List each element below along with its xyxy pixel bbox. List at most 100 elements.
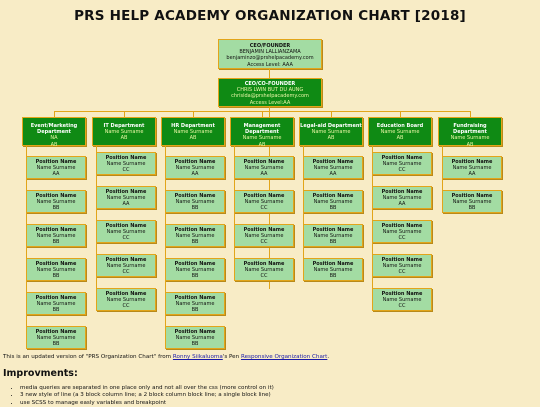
- position-title: Position Name: [105, 189, 147, 195]
- position-title: Position Name: [35, 193, 77, 199]
- position-name: Name Surname: [452, 199, 492, 206]
- author-link[interactable]: Ronny Siikaluoma: [172, 354, 223, 360]
- position-level: AA: [122, 201, 130, 208]
- position-name: Name Surname: [106, 195, 146, 202]
- position-title: Position Name: [381, 257, 423, 263]
- page-title: PRS HELP ACADEMY ORGANIZATION CHART [201…: [74, 8, 466, 24]
- position-name: Name Surname: [382, 229, 422, 236]
- position-name: Name Surname: [106, 297, 146, 304]
- cofounder-name: CHRIS LWIN BUT DU AUNG: [236, 87, 304, 94]
- position-name: Name Surname: [382, 297, 422, 304]
- department-head: Name Surname: [311, 129, 351, 136]
- department-name: Fundraising Department: [453, 123, 487, 136]
- department-drop-line: [54, 111, 55, 117]
- position-name: Name Surname: [175, 267, 215, 274]
- cofounder-role: CEO/CO-FOUNDER: [244, 81, 296, 87]
- improvement-item: use SCSS to manage easly variables and b…: [20, 400, 540, 407]
- department-level: AB: [189, 135, 197, 142]
- position-name: Name Surname: [244, 267, 284, 274]
- position-title: Position Name: [174, 193, 216, 199]
- position-name: Name Surname: [106, 161, 146, 168]
- cofounder-access: Access Level:AA: [249, 99, 291, 106]
- position-level: BB: [191, 205, 199, 212]
- position-level: CC: [398, 235, 406, 242]
- position-name: Name Surname: [382, 161, 422, 168]
- position-name: Name Surname: [175, 301, 215, 308]
- position-level: AA: [52, 171, 60, 178]
- position-name: Name Surname: [313, 267, 353, 274]
- position-name: Name Surname: [175, 165, 215, 172]
- position-level: BB: [191, 273, 199, 280]
- department-level: AB: [327, 135, 335, 142]
- department-head: Name Surname: [173, 129, 213, 136]
- position-level: BB: [329, 273, 337, 280]
- position-title: Position Name: [105, 257, 147, 263]
- position-name: Name Surname: [175, 199, 215, 206]
- department-name: Event/Marketing Department: [30, 123, 78, 136]
- position-name: Name Surname: [175, 233, 215, 240]
- position-level: CC: [122, 167, 130, 174]
- position-title: Position Name: [35, 261, 77, 267]
- founder-email: benjaminzo@prshelpacademy.com: [226, 55, 314, 62]
- position-name: Name Surname: [36, 233, 76, 240]
- position-title: Position Name: [312, 193, 354, 199]
- position-title: Position Name: [35, 329, 77, 335]
- position-name: Name Surname: [106, 229, 146, 236]
- position-level: BB: [52, 341, 60, 348]
- pen-link[interactable]: Responsive Organization Chart: [240, 354, 328, 360]
- position-title: Position Name: [35, 295, 77, 301]
- position-title: Position Name: [174, 261, 216, 267]
- position-title: Position Name: [381, 291, 423, 297]
- position-title: Position Name: [174, 295, 216, 301]
- improvements-heading: Improvments:: [3, 368, 78, 379]
- position-name: Name Surname: [452, 165, 492, 172]
- position-title: Position Name: [381, 223, 423, 229]
- department-name: HR Department: [171, 123, 215, 129]
- position-level: BB: [191, 307, 199, 314]
- position-level: CC: [122, 235, 130, 242]
- position-name: Name Surname: [106, 263, 146, 270]
- credit-middle: 's Pen: [222, 354, 241, 360]
- position-title: Position Name: [35, 159, 77, 165]
- position-level: CC: [260, 273, 268, 280]
- position-name: Name Surname: [36, 165, 76, 172]
- position-level: CC: [260, 239, 268, 246]
- position-name: Name Surname: [313, 199, 353, 206]
- position-title: Position Name: [451, 193, 493, 199]
- department-level: AB: [258, 141, 266, 148]
- department-level: AB: [50, 141, 58, 148]
- department-level: AB: [396, 135, 404, 142]
- position-title: Position Name: [312, 159, 354, 165]
- position-title: Position Name: [174, 159, 216, 165]
- position-level: BB: [52, 239, 60, 246]
- department-name: IT Department: [103, 123, 145, 129]
- founder-role: CEO/FOUNDER: [249, 43, 291, 49]
- improvements-list: media queries are separated in one place…: [14, 385, 540, 407]
- position-name: Name Surname: [313, 233, 353, 240]
- department-name: Management Department: [243, 123, 281, 136]
- position-level: AA: [329, 171, 337, 178]
- position-name: Name Surname: [175, 335, 215, 342]
- department-name: Legal-aid Department: [300, 123, 362, 129]
